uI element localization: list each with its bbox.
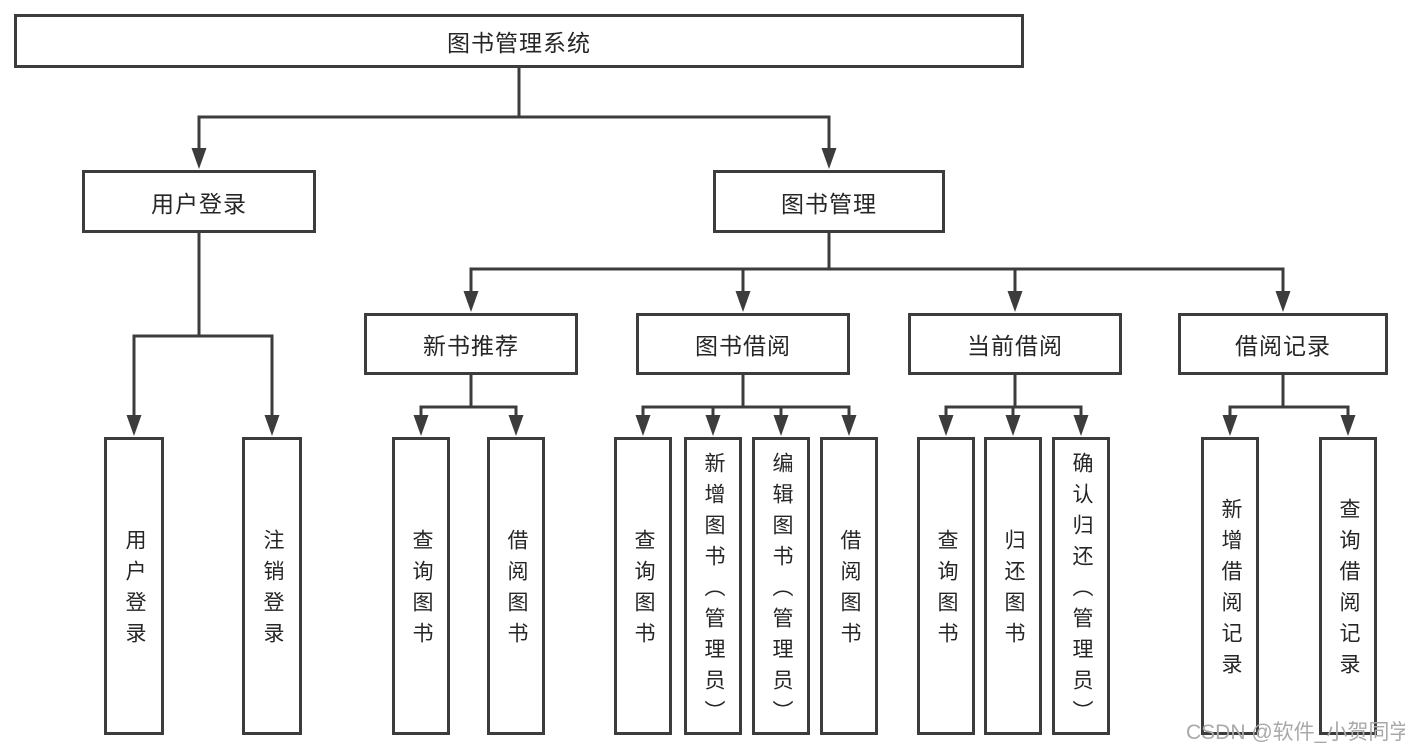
leaf-borrow-add-books-admin: 新增图书（管理员） [684, 437, 742, 735]
node-root-system-label: 图书管理系统 [447, 30, 591, 56]
node-book-borrow-label: 图书借阅 [695, 333, 791, 359]
leaf-borrow-edit-books-admin-label: 编辑图书（管理员） [770, 451, 793, 731]
leaf-recommend-borrow-books-label: 借阅图书 [505, 529, 528, 653]
leaf-records-add-record: 新增借阅记录 [1201, 437, 1259, 735]
leaf-recommend-query-books: 查询图书 [392, 437, 450, 735]
node-borrow-records: 借阅记录 [1178, 313, 1388, 375]
node-root-system: 图书管理系统 [14, 14, 1024, 68]
leaf-current-query-books: 查询图书 [917, 437, 975, 735]
leaf-recommend-query-books-label: 查询图书 [410, 529, 433, 653]
leaf-records-query-record-label: 查询借阅记录 [1337, 498, 1360, 684]
node-new-book-recommend-label: 新书推荐 [423, 333, 519, 359]
node-user-login: 用户登录 [82, 170, 316, 233]
leaf-logout-label: 注销登录 [261, 529, 284, 653]
leaf-borrow-edit-books-admin: 编辑图书（管理员） [752, 437, 810, 735]
node-current-borrow-label: 当前借阅 [967, 333, 1063, 359]
leaf-borrow-query-books-label: 查询图书 [632, 529, 655, 653]
leaf-current-confirm-return-admin: 确认归还（管理员） [1052, 437, 1110, 735]
node-book-management-label: 图书管理 [781, 190, 877, 217]
leaf-borrow-borrow-books: 借阅图书 [820, 437, 878, 735]
leaf-user-login-label: 用户登录 [123, 529, 146, 653]
node-new-book-recommend: 新书推荐 [364, 313, 578, 375]
leaf-current-return-books-label: 归还图书 [1002, 529, 1025, 653]
leaf-borrow-borrow-books-label: 借阅图书 [838, 529, 861, 653]
node-user-login-label: 用户登录 [151, 190, 247, 217]
leaf-borrow-add-books-admin-label: 新增图书（管理员） [702, 451, 725, 731]
leaf-logout: 注销登录 [242, 437, 302, 735]
node-current-borrow: 当前借阅 [908, 313, 1122, 375]
csdn-watermark: CSDN @软件_小贺同学 [1186, 721, 1405, 744]
leaf-current-confirm-return-admin-label: 确认归还（管理员） [1070, 451, 1093, 731]
node-book-borrow: 图书借阅 [636, 313, 850, 375]
node-book-management: 图书管理 [713, 170, 945, 233]
leaf-user-login: 用户登录 [104, 437, 164, 735]
leaf-current-query-books-label: 查询图书 [935, 529, 958, 653]
leaf-records-query-record: 查询借阅记录 [1319, 437, 1377, 735]
leaf-borrow-query-books: 查询图书 [614, 437, 672, 735]
leaf-records-add-record-label: 新增借阅记录 [1219, 498, 1242, 684]
leaf-current-return-books: 归还图书 [984, 437, 1042, 735]
node-borrow-records-label: 借阅记录 [1235, 333, 1331, 359]
leaf-recommend-borrow-books: 借阅图书 [487, 437, 545, 735]
